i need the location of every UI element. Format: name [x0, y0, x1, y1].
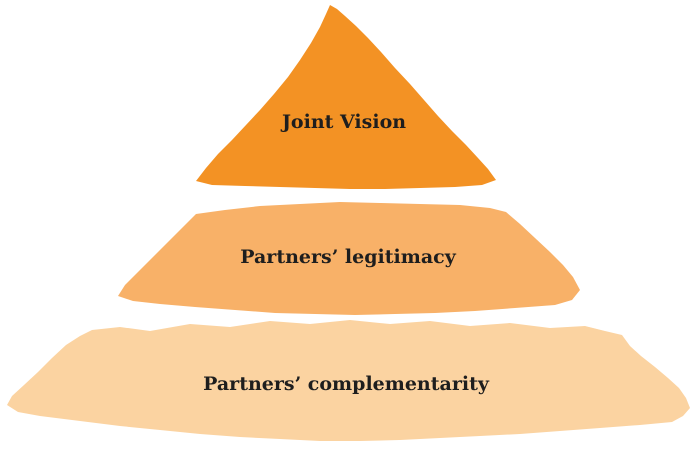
tier-top-shape — [196, 5, 496, 189]
tier-middle-shape — [118, 202, 580, 315]
tier-bottom: Partners’ complementarity — [7, 320, 690, 441]
tier-bottom-shape — [7, 320, 690, 441]
tier-top: Joint Vision — [196, 5, 496, 189]
tier-middle: Partners’ legitimacy — [118, 202, 580, 315]
tier-middle-label: Partners’ legitimacy — [240, 246, 457, 268]
tier-bottom-label: Partners’ complementarity — [203, 373, 490, 395]
tier-top-label: Joint Vision — [280, 111, 406, 133]
